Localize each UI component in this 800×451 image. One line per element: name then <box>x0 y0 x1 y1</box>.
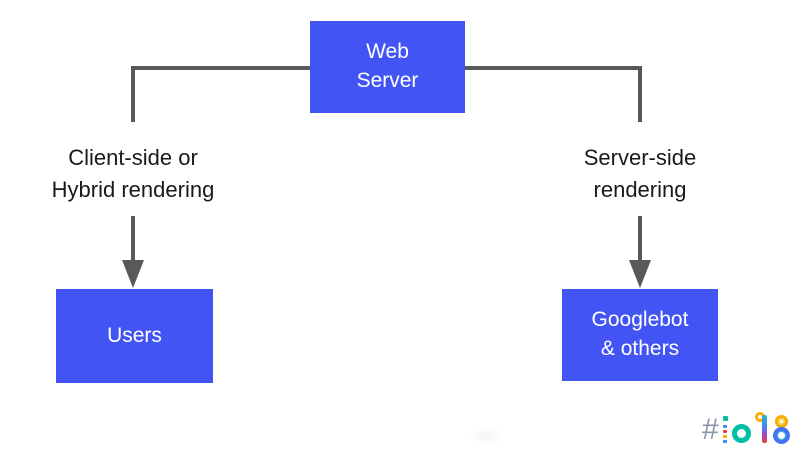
logo-letter-i-icon <box>722 416 728 444</box>
server-side-branch-label: Server-side rendering <box>583 145 697 202</box>
googlebot-node: Googlebot & others <box>562 289 718 381</box>
arrow-right-head-icon <box>629 260 651 288</box>
users-node: Users <box>56 289 213 383</box>
io18-logo: # <box>702 406 794 447</box>
connector-left-vertical <box>131 66 135 122</box>
connector-right-vertical <box>638 66 642 122</box>
faint-smudge <box>468 428 504 444</box>
logo-digit-1-icon <box>754 412 769 444</box>
arrow-right-stem <box>638 216 642 262</box>
web-server-node: Web Server <box>310 21 465 113</box>
arrow-left-head-icon <box>122 260 144 288</box>
logo-letter-o-icon <box>731 424 751 443</box>
connector-right-horizontal <box>465 66 642 70</box>
logo-digit-8-icon <box>772 415 790 444</box>
connector-left-horizontal <box>131 66 310 70</box>
arrow-left-stem <box>131 216 135 262</box>
client-side-branch-label: Client-side or Hybrid rendering <box>51 145 215 202</box>
hashtag-icon: # <box>702 413 719 447</box>
